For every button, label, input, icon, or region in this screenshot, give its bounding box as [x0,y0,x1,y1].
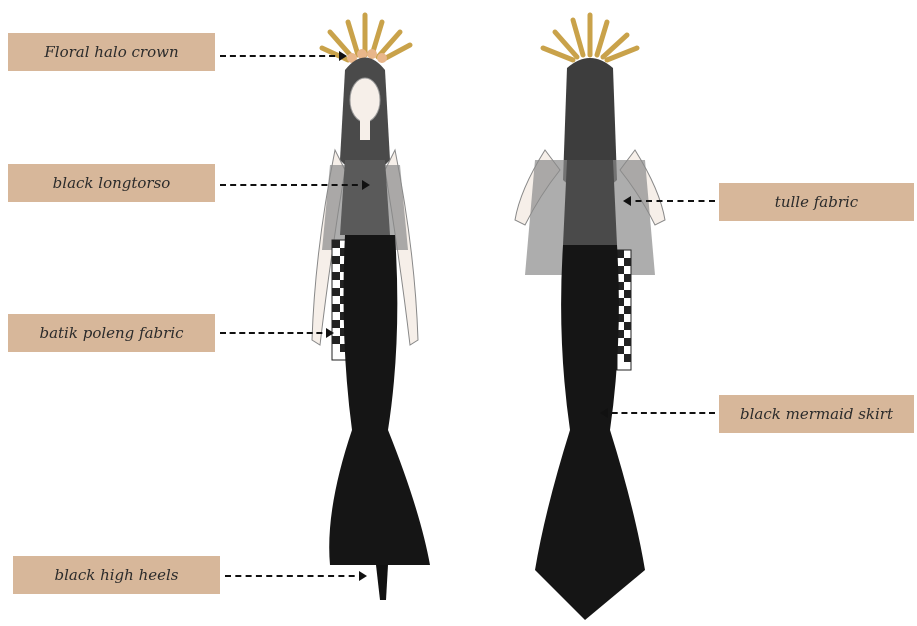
arrow-to-batik [220,332,332,334]
arrow-to-heels [225,575,365,577]
front-view-figure [290,10,440,610]
arrow-to-longtorso [220,184,368,186]
label-black-high-heels: black high heels [13,556,220,594]
crown-back-icon [543,15,637,60]
back-view-figure [505,10,675,625]
label-black-mermaid-skirt: black mermaid skirt [719,395,914,433]
label-floral-halo-crown: Floral halo crown [8,33,215,71]
label-batik-poleng-fabric: batik poleng fabric [8,314,215,352]
label-black-longtorso: black longtorso [8,164,215,202]
arrow-to-skirt [602,412,715,414]
label-tulle-fabric: tulle fabric [719,183,914,221]
arrow-to-tulle [625,200,715,202]
arrow-to-crown [220,55,345,57]
